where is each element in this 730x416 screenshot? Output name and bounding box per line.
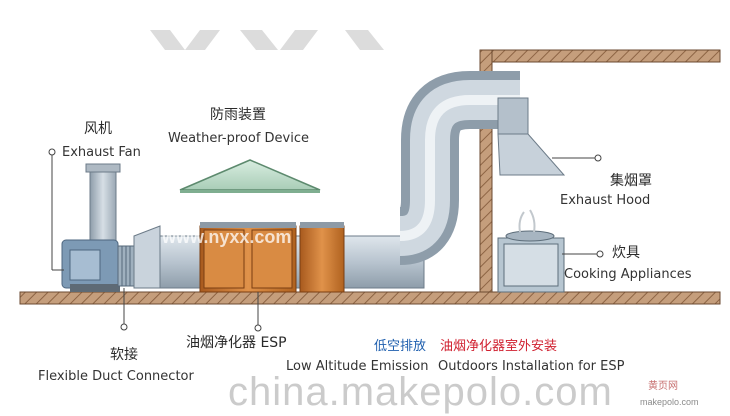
- esp-label-cn: 油烟净化器 ESP: [186, 335, 287, 351]
- corner-watermark-bottom: makepolo.com: [640, 397, 699, 407]
- top-decoration: [150, 30, 384, 50]
- hood-label-en: Exhaust Hood: [560, 193, 651, 208]
- fan-label-cn: 风机: [84, 121, 112, 137]
- outdoor-label-cn: 油烟净化器室外安装: [440, 339, 558, 354]
- hood-label-cn: 集烟罩: [610, 173, 652, 189]
- ground: [19, 291, 721, 305]
- cook-label-cn: 炊具: [612, 245, 640, 261]
- flex-label-en: Flexible Duct Connector: [38, 369, 194, 384]
- low-emission-label-cn: 低空排放: [374, 339, 427, 354]
- flex-label-cn: 软接: [110, 347, 138, 363]
- site-watermark: china.makepolo.com: [228, 370, 613, 414]
- mid-watermark: www.nyxx.com: [162, 227, 292, 247]
- exhaust-fan: [61, 163, 121, 292]
- riser-duct: [397, 71, 520, 265]
- weather-proof-roof: [179, 159, 321, 193]
- outdoor-label-en: Outdoors Installation for ESP: [438, 359, 625, 374]
- cooking-appliance: [497, 209, 565, 293]
- esp-units: [199, 222, 345, 293]
- flexible-duct-connector: [117, 245, 135, 287]
- fan-label-en: Exhaust Fan: [62, 145, 141, 160]
- leader-lines: [48, 148, 604, 332]
- rain-label-en: Weather-proof Device: [168, 131, 309, 146]
- rain-label-cn: 防雨装置: [210, 107, 266, 123]
- corner-watermark-top: 黄页网: [648, 381, 678, 392]
- cook-label-en: Cooking Appliances: [564, 267, 692, 282]
- exhaust-hood: [497, 97, 566, 176]
- low-emission-label-en: Low Altitude Emission: [286, 359, 429, 374]
